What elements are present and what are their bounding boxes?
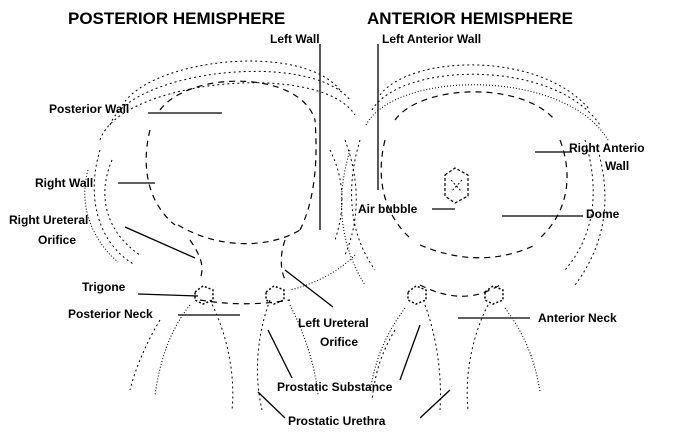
- label-right-wall: Right Wall: [35, 176, 93, 190]
- label-right-ureteral-orifice-line1: Right Ureteral: [9, 213, 88, 227]
- label-prostatic-urethra: Prostatic Urethra: [288, 414, 386, 428]
- label-left-anterior-wall: Left Anterior Wall: [382, 32, 481, 46]
- prostatic-urethra-leader-right: [420, 390, 450, 418]
- label-right-anterior-wall-line1: Right Anterio: [569, 141, 645, 155]
- anterior-hemisphere-sketch: [342, 65, 608, 410]
- label-left-ureteral-orifice-line2: Orifice: [320, 335, 358, 349]
- trigone-leader: [138, 294, 198, 296]
- label-dome: Dome: [586, 207, 620, 221]
- right-ureteral-orifice-leader: [125, 227, 195, 258]
- left-ureteral-orifice-leader: [285, 270, 333, 307]
- leader-lines: [118, 44, 583, 418]
- posterior-hemisphere-header: POSTERIOR HEMISPHERE: [68, 9, 285, 28]
- label-posterior-wall: Posterior Wall: [49, 102, 129, 116]
- label-anterior-neck: Anterior Neck: [538, 311, 617, 325]
- label-left-wall: Left Wall: [270, 32, 320, 46]
- label-right-anterior-wall-line2: Wall: [605, 159, 629, 173]
- label-prostatic-substance: Prostatic Substance: [277, 380, 393, 394]
- label-right-ureteral-orifice-line2: Orifice: [38, 233, 76, 247]
- anterior-hemisphere-header: ANTERIOR HEMISPHERE: [367, 9, 573, 28]
- prostatic-substance-leader-right: [400, 325, 420, 380]
- prostatic-substance-leader-left: [268, 330, 292, 378]
- label-left-ureteral-orifice-line1: Left Ureteral: [298, 316, 369, 330]
- label-posterior-neck: Posterior Neck: [68, 307, 153, 321]
- label-trigone: Trigone: [82, 280, 126, 294]
- label-air-bubble: Air bubble: [358, 202, 418, 216]
- prostatic-urethra-leader-left: [258, 392, 285, 418]
